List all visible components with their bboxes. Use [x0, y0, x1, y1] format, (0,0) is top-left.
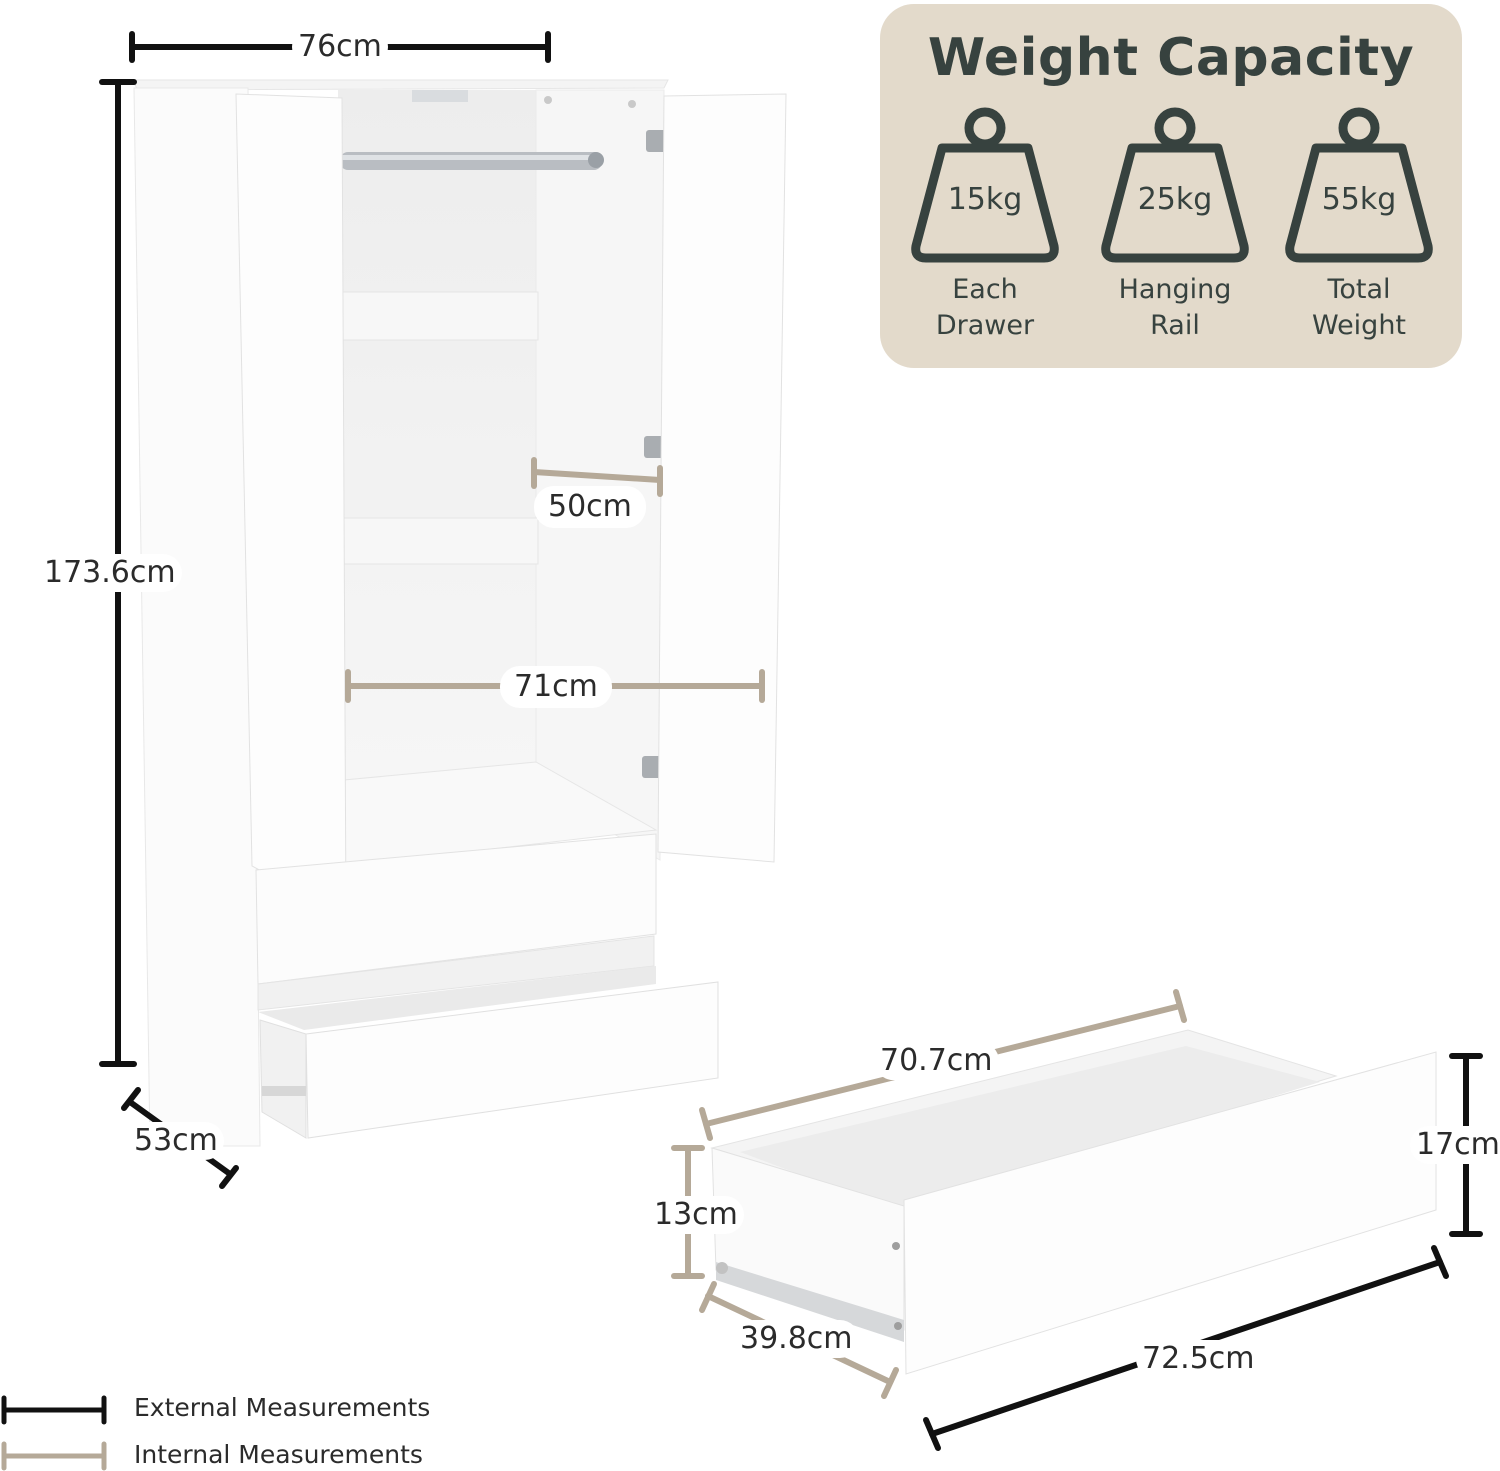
legend-internal-label: Internal Measurements [134, 1440, 423, 1469]
drawer-front-width-label: 72.5cm [1136, 1340, 1261, 1378]
weight-value: 15kg [947, 182, 1023, 217]
legend-internal-line [1, 1441, 107, 1471]
weight-capacity-title: Weight Capacity [927, 28, 1415, 88]
wardrobe-width-label: 76cm [292, 28, 388, 66]
weight-caption: Hanging Rail [1118, 274, 1232, 341]
drawer-depth-label: 39.8cm [734, 1320, 859, 1358]
left-door [235, 93, 347, 917]
weight-capacity-card: Weight Capacity 15kg Each Drawer 25kg Ha… [880, 4, 1462, 368]
kettlebell-weight-icon [1285, 107, 1433, 263]
weight-value: 25kg [1137, 182, 1213, 217]
weight-value: 55kg [1321, 182, 1397, 217]
interior-depth-label: 50cm [534, 486, 646, 528]
upper-drawer [255, 833, 657, 985]
kettlebell-weight-icon [1101, 107, 1249, 263]
wardrobe-side-panel [133, 87, 261, 1147]
drawer-inner-floor [740, 1046, 1320, 1212]
weight-item-drawer: 15kg [910, 106, 1060, 266]
lower-drawer-front [305, 981, 719, 1139]
drawer-front-height-label: 17cm [1410, 1126, 1500, 1164]
wardrobe-depth-label: 53cm [128, 1122, 224, 1160]
weight-item-rail: 25kg [1100, 106, 1250, 266]
kettlebell-weight-icon [911, 107, 1059, 263]
legend-external-label: External Measurements [134, 1393, 431, 1422]
drawer-side-height-label: 13cm [648, 1196, 744, 1234]
hanging-rail [340, 152, 602, 170]
wardrobe [131, 79, 787, 1147]
loose-drawer [710, 1029, 1437, 1375]
wardrobe-interior [338, 90, 538, 870]
interior-width-label: 71cm [500, 666, 612, 708]
weight-caption: Total Weight [1311, 274, 1407, 341]
drawer-inner-length-label: 70.7cm [874, 1042, 999, 1080]
legend-lines [1, 1395, 107, 1471]
right-door [657, 93, 787, 863]
weight-caption: Each Drawer [935, 274, 1035, 341]
drawer-front-panel [903, 1051, 1437, 1375]
weight-item-total: 55kg [1284, 106, 1434, 266]
wardrobe-height-label: 173.6cm [38, 554, 182, 592]
legend-external-line [1, 1395, 107, 1425]
